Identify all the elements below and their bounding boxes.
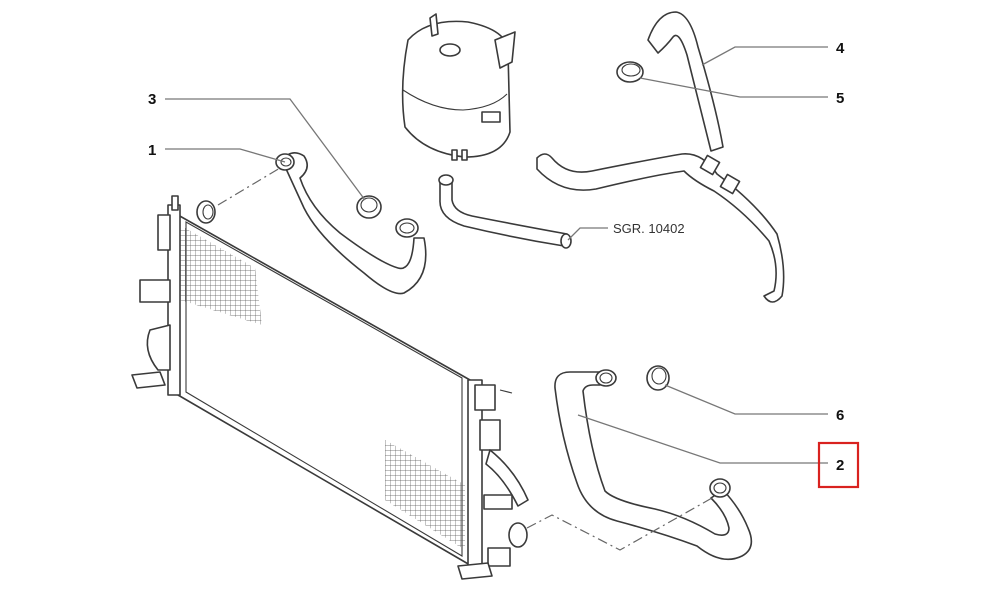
heater-y-hose — [536, 11, 785, 303]
callout-6[interactable]: 6 — [836, 407, 844, 424]
leader-4 — [701, 46, 828, 66]
assembly-line-lower — [526, 497, 713, 551]
lower-hose — [554, 369, 753, 561]
radiator-mesh-upper — [180, 225, 262, 325]
leader-sgr — [567, 227, 608, 241]
leader-6 — [664, 384, 828, 415]
hose-clamp-small — [616, 61, 644, 83]
leader-1 — [165, 148, 286, 163]
callout-4[interactable]: 4 — [836, 40, 845, 57]
callout-5[interactable]: 5 — [836, 90, 844, 107]
leader-5 — [639, 77, 828, 98]
callout-2[interactable]: 2 — [836, 457, 844, 474]
leader-3 — [165, 98, 366, 201]
radiator — [131, 195, 529, 580]
highlight-box-callout-2 — [817, 441, 860, 489]
callout-1[interactable]: 1 — [148, 142, 156, 159]
expansion-tank — [401, 13, 516, 161]
leader-2 — [577, 414, 828, 464]
tank-outlet-hose — [438, 174, 572, 249]
reference-label: SGR. 10402 — [613, 221, 685, 236]
hose-clamp-lower — [646, 365, 670, 391]
hose-clamp-upper — [356, 195, 382, 219]
assembly-line-upper — [217, 167, 281, 206]
radiator-mesh-lower — [385, 440, 465, 550]
upper-hose — [275, 152, 427, 295]
callout-3[interactable]: 3 — [148, 91, 156, 108]
